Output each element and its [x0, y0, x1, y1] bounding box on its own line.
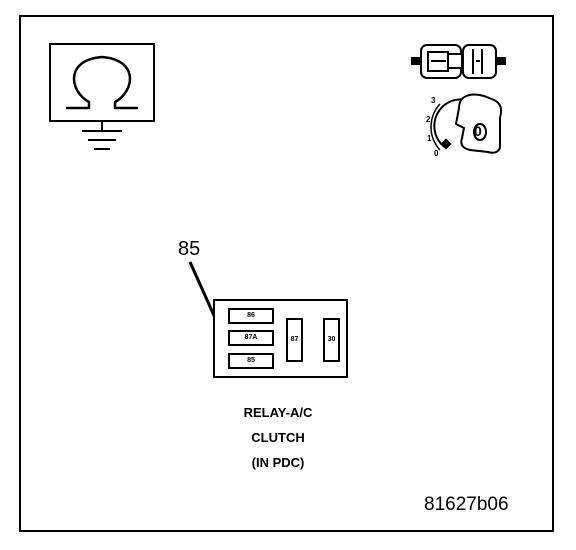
relay-pin-86-label: 86	[247, 312, 255, 319]
ohmmeter-icon	[49, 43, 155, 150]
connector-disconnected-icon	[411, 44, 506, 79]
ignition-position-0: 0	[434, 149, 439, 158]
relay-pin-30-label: 30	[327, 336, 336, 343]
relay-pin-87a-label: 87A	[244, 334, 258, 341]
ignition-key-icon	[430, 93, 503, 154]
figure-id: 81627b06	[424, 494, 509, 515]
caption-line-1: RELAY-A/C	[243, 405, 313, 420]
relay-pin-87a-slot	[228, 330, 274, 346]
relay-pin-87-slot	[286, 318, 303, 362]
relay-pin-85-slot	[228, 353, 274, 369]
ignition-position-2: 2	[426, 115, 431, 124]
key-label: 0	[474, 123, 482, 139]
relay-pin-86-slot	[228, 308, 274, 324]
callout-label: 85	[178, 238, 201, 260]
caption-line-3: (IN PDC)	[251, 455, 305, 470]
relay-pin-85-label: 85	[247, 357, 255, 364]
frame-border	[19, 15, 554, 532]
relay-pin-30-slot	[323, 318, 340, 362]
relay-a-c-clutch	[213, 299, 348, 378]
relay-pin-87-label: 87	[290, 336, 299, 343]
ignition-position-1: 1	[427, 134, 432, 143]
ignition-position-3: 3	[431, 96, 436, 105]
caption-line-2: CLUTCH	[251, 430, 305, 445]
